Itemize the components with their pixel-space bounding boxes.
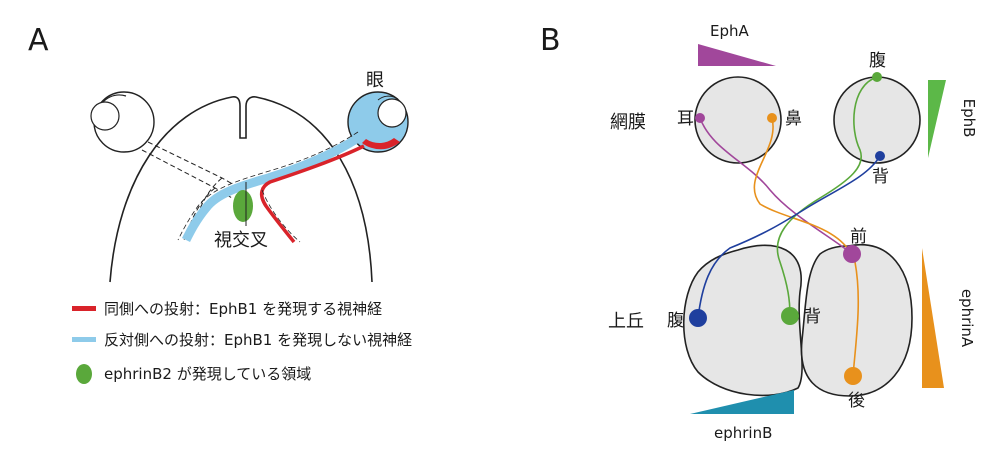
ephrinb-gradient — [690, 390, 794, 414]
colliculus-right-lobe — [800, 244, 913, 397]
legend-text-contralateral: 反対側への投射：EphB1 を発現しない視神経 — [104, 331, 412, 349]
colliculus-posterior-label: 後 — [848, 391, 865, 411]
left-eye-nerve-dashed-inner — [141, 149, 233, 199]
retina-temporal-dot — [695, 113, 705, 123]
colliculus-anterior-dot — [843, 245, 861, 263]
left-eye — [90, 91, 155, 153]
contralateral-nerve-edge — [177, 131, 359, 241]
projection-ventral-to-dorsal — [776, 76, 878, 317]
epha-label: EphA — [710, 22, 750, 40]
retina-right — [833, 76, 921, 164]
retina-ventral-label: 腹 — [869, 51, 886, 71]
ephb-gradient — [928, 80, 946, 158]
legend-swatch-contralateral — [72, 337, 96, 342]
colliculus-dorsal-dot — [781, 307, 799, 325]
colliculus-dorsal-label: 背 — [804, 307, 821, 327]
retina-nasal-dot — [767, 113, 777, 123]
left-eye-nerve-dashed-outer — [147, 141, 237, 187]
legend-swatch-ephrinb2 — [76, 364, 92, 384]
legend: 同側への投射：EphB1 を発現する視神経 反対側への投射：EphB1 を発現し… — [72, 300, 412, 384]
retina-dorsal-label: 背 — [872, 167, 889, 187]
legend-text-ephrinb2: ephrinB2 が発現している領域 — [104, 365, 311, 383]
colliculus-posterior-dot — [844, 367, 862, 385]
chiasm-label: 視交叉 — [214, 230, 268, 251]
colliculus-left-lobe — [683, 244, 803, 397]
left-tract-dashed-b — [189, 177, 223, 241]
retina-label: 網膜 — [610, 112, 646, 133]
projection-dorsal-to-ventral — [697, 155, 881, 319]
colliculus-ventral-label: 腹 — [667, 311, 684, 331]
ephrinb-label: ephrinB — [714, 424, 772, 442]
retina-temporal-label: 耳 — [677, 109, 694, 129]
panel-b-label: B — [540, 23, 561, 58]
retina-ventral-dot — [872, 72, 882, 82]
colliculus-label: 上丘 — [608, 311, 644, 332]
ipsilateral-nerve — [259, 144, 365, 244]
legend-text-ipsilateral: 同側への投射：EphB1 を発現する視神経 — [104, 300, 382, 318]
contralateral-nerve — [181, 134, 361, 243]
retina-nasal-label: 鼻 — [785, 109, 802, 129]
left-tract-dashed-a — [183, 187, 216, 241]
eye-label: 眼 — [366, 70, 384, 91]
ephrinb2-region — [233, 190, 253, 222]
projection-nasal-to-posterior — [753, 117, 860, 377]
legend-swatch-ipsilateral — [72, 306, 96, 311]
ipsilateral-nerve-edge — [261, 189, 301, 243]
retina-dorsal-dot — [875, 151, 885, 161]
ephrina-gradient — [922, 248, 944, 388]
colliculus-anterior-label: 前 — [850, 227, 867, 247]
epha-gradient — [698, 44, 776, 66]
colliculus-ventral-dot — [689, 309, 707, 327]
right-eye — [347, 91, 409, 153]
projection-temporal-to-anterior — [699, 117, 853, 255]
ephrina-label: ephrinA — [958, 289, 976, 348]
ephb-label: EphB — [960, 99, 978, 138]
panel-a-label: A — [28, 23, 49, 58]
